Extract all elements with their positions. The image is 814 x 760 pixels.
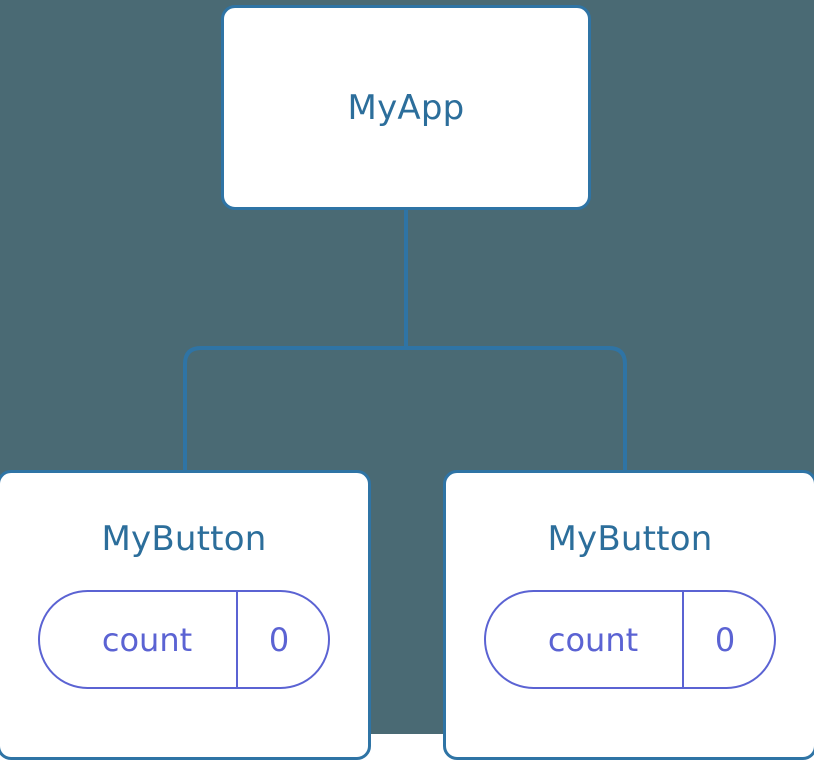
state-pill[interactable]: count 0 bbox=[484, 590, 776, 689]
state-value: 0 bbox=[714, 620, 736, 659]
node-mybutton-right[interactable]: MyButton count 0 bbox=[443, 470, 814, 760]
state-pill[interactable]: count 0 bbox=[38, 590, 330, 689]
node-mybutton-left[interactable]: MyButton count 0 bbox=[0, 470, 371, 760]
state-divider bbox=[236, 592, 238, 687]
node-myapp[interactable]: MyApp bbox=[221, 5, 591, 210]
node-title: MyButton bbox=[101, 519, 267, 559]
state-key: count bbox=[547, 620, 639, 659]
connector-branch-right bbox=[406, 346, 627, 474]
connector-branch-left bbox=[183, 346, 406, 474]
tree-connectors bbox=[183, 208, 627, 474]
node-title: MyApp bbox=[347, 87, 465, 128]
state-value: 0 bbox=[268, 620, 290, 659]
node-title: MyButton bbox=[547, 519, 713, 559]
state-divider bbox=[682, 592, 684, 687]
state-key: count bbox=[101, 620, 193, 659]
